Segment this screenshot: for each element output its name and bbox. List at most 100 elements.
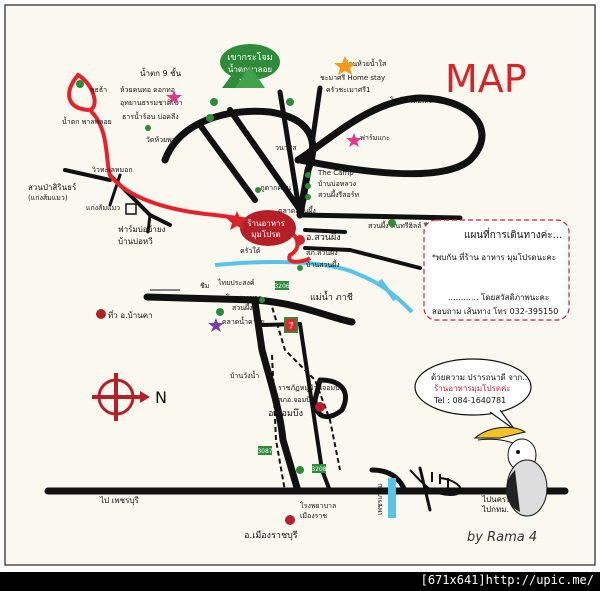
label-hospital-bottom-2: เมืองราช	[300, 512, 327, 520]
info-box	[423, 219, 570, 321]
label-samrong: ห้วยคนทอ ดอกทอ	[120, 86, 175, 94]
pin-chombueng	[315, 402, 325, 412]
label-sat-chombueng: สภอ.จอมบึง	[278, 395, 314, 404]
label-farm-boi: ฟาร์มบ่ออ้ายง	[118, 224, 166, 234]
star-icon-4	[208, 318, 224, 332]
label-ban-suanphueng: บ้านสวนผึ้ง	[306, 258, 340, 269]
label-hospital-1: โรงพยาบาล	[226, 293, 262, 302]
footer-text: [671x641]http://upic.me/	[420, 573, 594, 587]
railway-dashed-2	[271, 354, 286, 492]
river-branch	[378, 278, 397, 302]
label-suan-paksaranee: สวนป่าสิรินธร์	[28, 182, 77, 192]
seven-eleven-icon	[284, 317, 298, 333]
pin-tree-2	[206, 114, 214, 122]
label-ban-huay-nam-sai: บ้านห้วยน้ำใส	[344, 57, 387, 68]
label-pathum: พุธธ้า	[90, 86, 107, 94]
label-suanphueng-resort: สวนผึ้ง คันทรีฮิลล์ รีสอร์ท	[368, 219, 445, 230]
label-to-nakhon-pathom-2: ไปกทม.	[481, 505, 509, 514]
label-kruaa-chaomai: ครัวชะเมาศรี1	[326, 86, 370, 94]
river-line	[214, 260, 414, 314]
railroad-icon	[409, 469, 462, 497]
pin-tree-3	[286, 98, 294, 106]
label-phet-kasem: เพชรเกษม	[376, 484, 384, 515]
signature: by Rama 4	[467, 530, 537, 545]
label-hill-resort: วนาซิส	[275, 144, 297, 152]
label-ban-boi: บ้านบ่อหวี	[118, 237, 153, 246]
chaem-icon	[150, 289, 180, 297]
map-title: MAP	[445, 57, 527, 101]
restaurant-label-2: มุมโปรด	[251, 229, 280, 239]
restaurant-badge	[240, 210, 296, 246]
pin-road	[296, 466, 304, 474]
compass-cross	[92, 373, 140, 421]
info-title: แผนที่การเดินทางค่ะ...	[464, 227, 562, 241]
pin-tree-1	[210, 98, 218, 106]
label-amphoe-mueang: อ.เมืองราชบุรี	[244, 530, 298, 541]
pin-tha-ban-kha	[96, 309, 106, 319]
pin-camp	[305, 172, 311, 178]
road-shield-3208	[312, 464, 326, 473]
label-thai-prasong: ไทยประสงค์	[217, 278, 255, 287]
mountain-icon-2	[235, 66, 265, 88]
hornbill-bird-icon	[473, 426, 548, 517]
label-hospital-bottom-1: โรงพยาบาล	[300, 501, 336, 510]
mountain-badge	[220, 44, 280, 80]
footer-bar	[0, 572, 600, 591]
label-farm-top: ฟาร์มแกะ	[360, 134, 390, 142]
label-noodle: โรงไร เดิมเก่ง	[390, 96, 432, 105]
mountain-label-1: เขากระโจม	[227, 52, 273, 63]
label-ban-bo-ra: บ้านบ่อหลวง	[318, 180, 356, 188]
label-amphoe-chombueng: อ.จอมบึง	[268, 408, 303, 419]
speech-bubble	[414, 358, 532, 416]
info-line-3: สอบถาม เส้นทาง โทร 032-395150	[432, 306, 558, 316]
restaurant-dot	[295, 235, 305, 245]
compass: N	[92, 373, 167, 421]
label-home-stay: ชะมาศรี Home stay	[320, 74, 385, 82]
pin-ban-bo-ra	[305, 183, 311, 189]
label-school: อุทยานธรรมชาติเขา	[120, 99, 182, 107]
pin-pathum	[76, 80, 84, 88]
info-line-1: *พบกัน ที่ร้าน อาหาร มุมโปรดนะคะ	[432, 251, 556, 262]
pin-royal	[305, 194, 311, 200]
star-icon-3	[346, 133, 362, 147]
info-line-2: ............ โดยสวัสดิภาพนะคะ	[448, 292, 549, 302]
restaurant-label-1: ร้านอาหาร	[247, 219, 285, 228]
pin-hospital	[216, 308, 224, 316]
label-amphoe-suanphueng: อ.สวนผึ้ง	[306, 230, 341, 243]
road-3208-label: 3208	[311, 466, 326, 473]
square-icon	[125, 203, 137, 215]
label-wat-huay-phak: วัดห้วยพาก	[146, 136, 180, 144]
label-hospital-2: สวนผึ้ง	[232, 301, 253, 312]
label-view: วิวทะเลหมอก	[92, 166, 133, 174]
star-icon-1	[334, 56, 356, 75]
label-market: ตลาดสวนผึ้ง	[278, 204, 316, 215]
route-loop	[67, 72, 97, 113]
water-icon	[388, 478, 396, 518]
pin-mueang	[285, 515, 295, 525]
compass-arrow-icon	[140, 391, 150, 403]
road-shield-3087	[258, 446, 272, 455]
label-ban-chom-bueng: ราชภัฏหมู่บ้านจอมบึง	[278, 383, 343, 392]
label-police: สภ.สวนผึ้ง	[306, 246, 338, 257]
road-3087-label: 3087	[257, 448, 272, 455]
seven-eleven-label: 7	[288, 322, 294, 332]
label-kruaa-tai: ครัวใต้	[240, 246, 261, 255]
label-ban-phu: ภูตากคอน	[260, 184, 291, 192]
label-the-camp: The Camp	[317, 169, 354, 177]
star-icon-5	[166, 90, 182, 104]
pin-resort	[388, 219, 396, 227]
label-mountain-small: น้ำตก พาลพลอย	[62, 115, 112, 126]
label-to-nakhon-pathom-1: ไปนครปฐม	[481, 495, 521, 504]
label-kaeng: แก่งส้มแมว	[86, 204, 120, 212]
bubble-line-2: ร้านอาหารมุมโปรดค่ะ	[434, 383, 511, 393]
road-3206-label: 3206	[274, 283, 289, 290]
pin-ban-suanphueng	[297, 265, 303, 271]
label-waterfall: น้ำตก 9 ชั้น	[140, 67, 182, 78]
label-tha-ban-kha: ที่ว อ.บ้านคา	[108, 309, 153, 320]
pin-ban-phu	[255, 187, 261, 193]
label-to-phetchaburi: ไป เพชรบุรี	[99, 496, 139, 505]
label-chaem: ชีม	[200, 282, 209, 290]
label-suanphueng-royal: สวนผึ้งรีสอร์ท	[318, 188, 360, 199]
